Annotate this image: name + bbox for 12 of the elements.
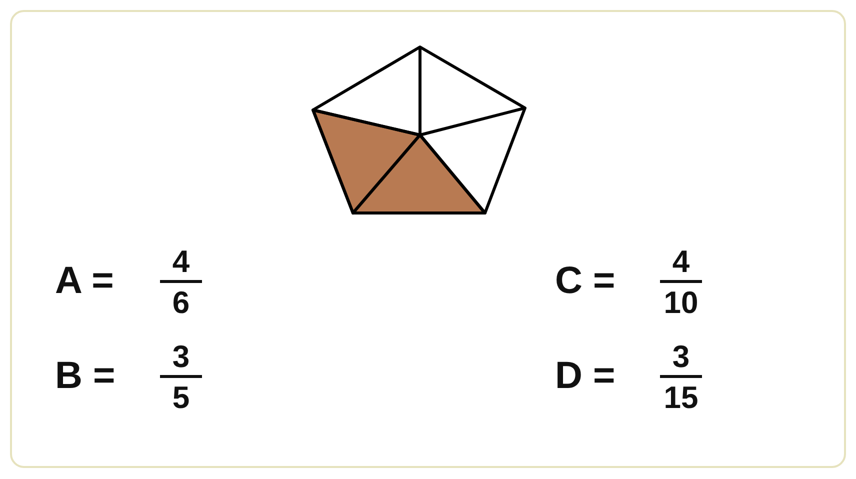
numerator: 4: [671, 246, 691, 277]
denominator: 6: [171, 287, 191, 318]
denominator: 10: [662, 287, 700, 318]
numerator: 3: [171, 341, 191, 372]
equation-label: C =: [555, 262, 616, 300]
denominator: 5: [171, 382, 191, 413]
denominator: 15: [662, 382, 700, 413]
numerator: 4: [171, 246, 191, 277]
numerator: 3: [671, 341, 691, 372]
equation-label: D =: [555, 357, 616, 395]
equation-label: A =: [55, 262, 114, 300]
equation-label: B =: [55, 357, 116, 395]
